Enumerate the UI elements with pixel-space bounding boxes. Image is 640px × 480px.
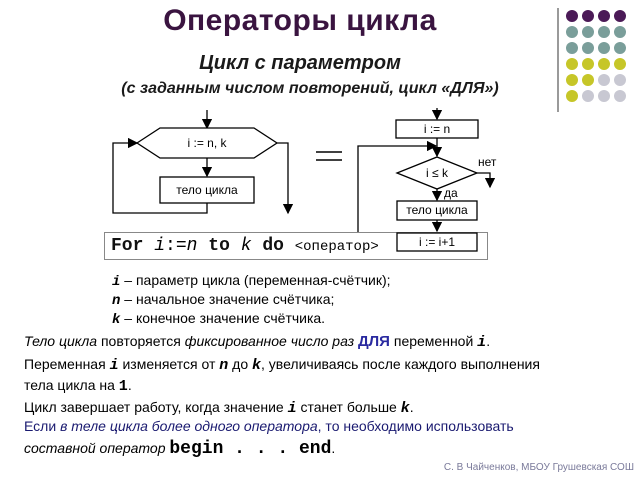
- code-var-i: i: [154, 236, 166, 256]
- code-operator: <оператор>: [294, 239, 379, 255]
- desc-line-n: n – начальное значение счётчика;: [112, 291, 334, 310]
- decorative-dot: [582, 26, 594, 38]
- decorative-dot: [614, 42, 626, 54]
- desc-symbol: i: [112, 274, 121, 290]
- decorative-dot: [598, 90, 610, 102]
- decorative-dot: [598, 10, 610, 22]
- decorative-dot: [582, 58, 594, 70]
- decorative-dot: [614, 26, 626, 38]
- desc-line-i: i – параметр цикла (переменная-счётчик);: [112, 272, 391, 291]
- decorative-dot: [614, 10, 626, 22]
- decorative-dot: [598, 26, 610, 38]
- loop-body-box: [159, 176, 255, 204]
- subtitle: Цикл с параметром: [199, 52, 401, 74]
- decorative-dot: [598, 42, 610, 54]
- code-var-n: n: [186, 236, 198, 256]
- page-title: Операторы цикла: [163, 4, 437, 37]
- paragraph-5: Если в теле цикла более одного оператора…: [24, 418, 514, 434]
- desc-line-k: k – конечное значение счётчика.: [112, 310, 325, 329]
- exit-arrow: [477, 172, 496, 189]
- decorative-dot: [566, 74, 578, 86]
- code-var-k: k: [240, 236, 252, 256]
- decorative-dot: [582, 10, 594, 22]
- paragraph-1: Тело цикла повторяется фиксированное чис…: [24, 333, 491, 351]
- paragraph-6: составной оператор begin . . . end.: [24, 439, 336, 459]
- decorative-dot: [566, 10, 578, 22]
- init-label: i := n: [424, 122, 450, 136]
- right-flowchart: i := n i ≤ k нет да тело цикла: [357, 108, 497, 243]
- author-credit: С. В Чайченков, МБОУ Грушевская СОШ: [443, 462, 634, 473]
- desc-text: – конечное значение счётчика.: [120, 310, 326, 326]
- loop-exit-arrow: [277, 142, 294, 215]
- condition-label: i ≤ k: [426, 166, 449, 180]
- code-to: to: [208, 236, 230, 256]
- decorative-dot: [614, 74, 626, 86]
- decorative-dot: [582, 90, 594, 102]
- loop-body-label: тело цикла: [176, 183, 238, 197]
- branch-yes-label: да: [444, 186, 458, 200]
- code-for: For: [111, 236, 144, 256]
- subtitle-note: (с заданным числом повторений, цикл «ДЛЯ…: [121, 80, 499, 97]
- decorative-dot: [566, 26, 578, 38]
- desc-text: – начальное значение счётчика;: [120, 291, 335, 307]
- decorative-dot: [614, 58, 626, 70]
- paragraph-2: Переменная i изменяется от n до k, увели…: [24, 356, 540, 374]
- decorative-dot: [614, 90, 626, 102]
- decorative-dot: [566, 42, 578, 54]
- loop-back-arrow: [112, 137, 208, 214]
- decorative-dot: [566, 58, 578, 70]
- code-assign: :=: [165, 236, 187, 256]
- equals-sign: [316, 151, 342, 161]
- body-label: тело цикла: [406, 203, 468, 217]
- increment-label: i := i+1: [419, 235, 455, 249]
- divider-line: [557, 8, 559, 112]
- desc-text: – параметр цикла (переменная-счётчик);: [120, 272, 391, 288]
- desc-symbol: k: [112, 312, 121, 328]
- decorative-dot: [598, 58, 610, 70]
- decorative-dot: [582, 42, 594, 54]
- paragraph-4: Цикл завершает работу, когда значение i …: [24, 399, 414, 417]
- branch-no-label: нет: [478, 155, 497, 169]
- decorative-dot: [582, 74, 594, 86]
- desc-symbol: n: [112, 293, 121, 309]
- loop-header-label: i := n, k: [187, 136, 227, 150]
- left-flowchart: i := n, k тело цикла: [112, 110, 294, 215]
- decorative-dot: [598, 74, 610, 86]
- increment-box: [396, 232, 478, 252]
- paragraph-3: тела цикла на 1.: [24, 377, 132, 395]
- decorative-dot: [566, 90, 578, 102]
- code-do: do: [262, 236, 284, 256]
